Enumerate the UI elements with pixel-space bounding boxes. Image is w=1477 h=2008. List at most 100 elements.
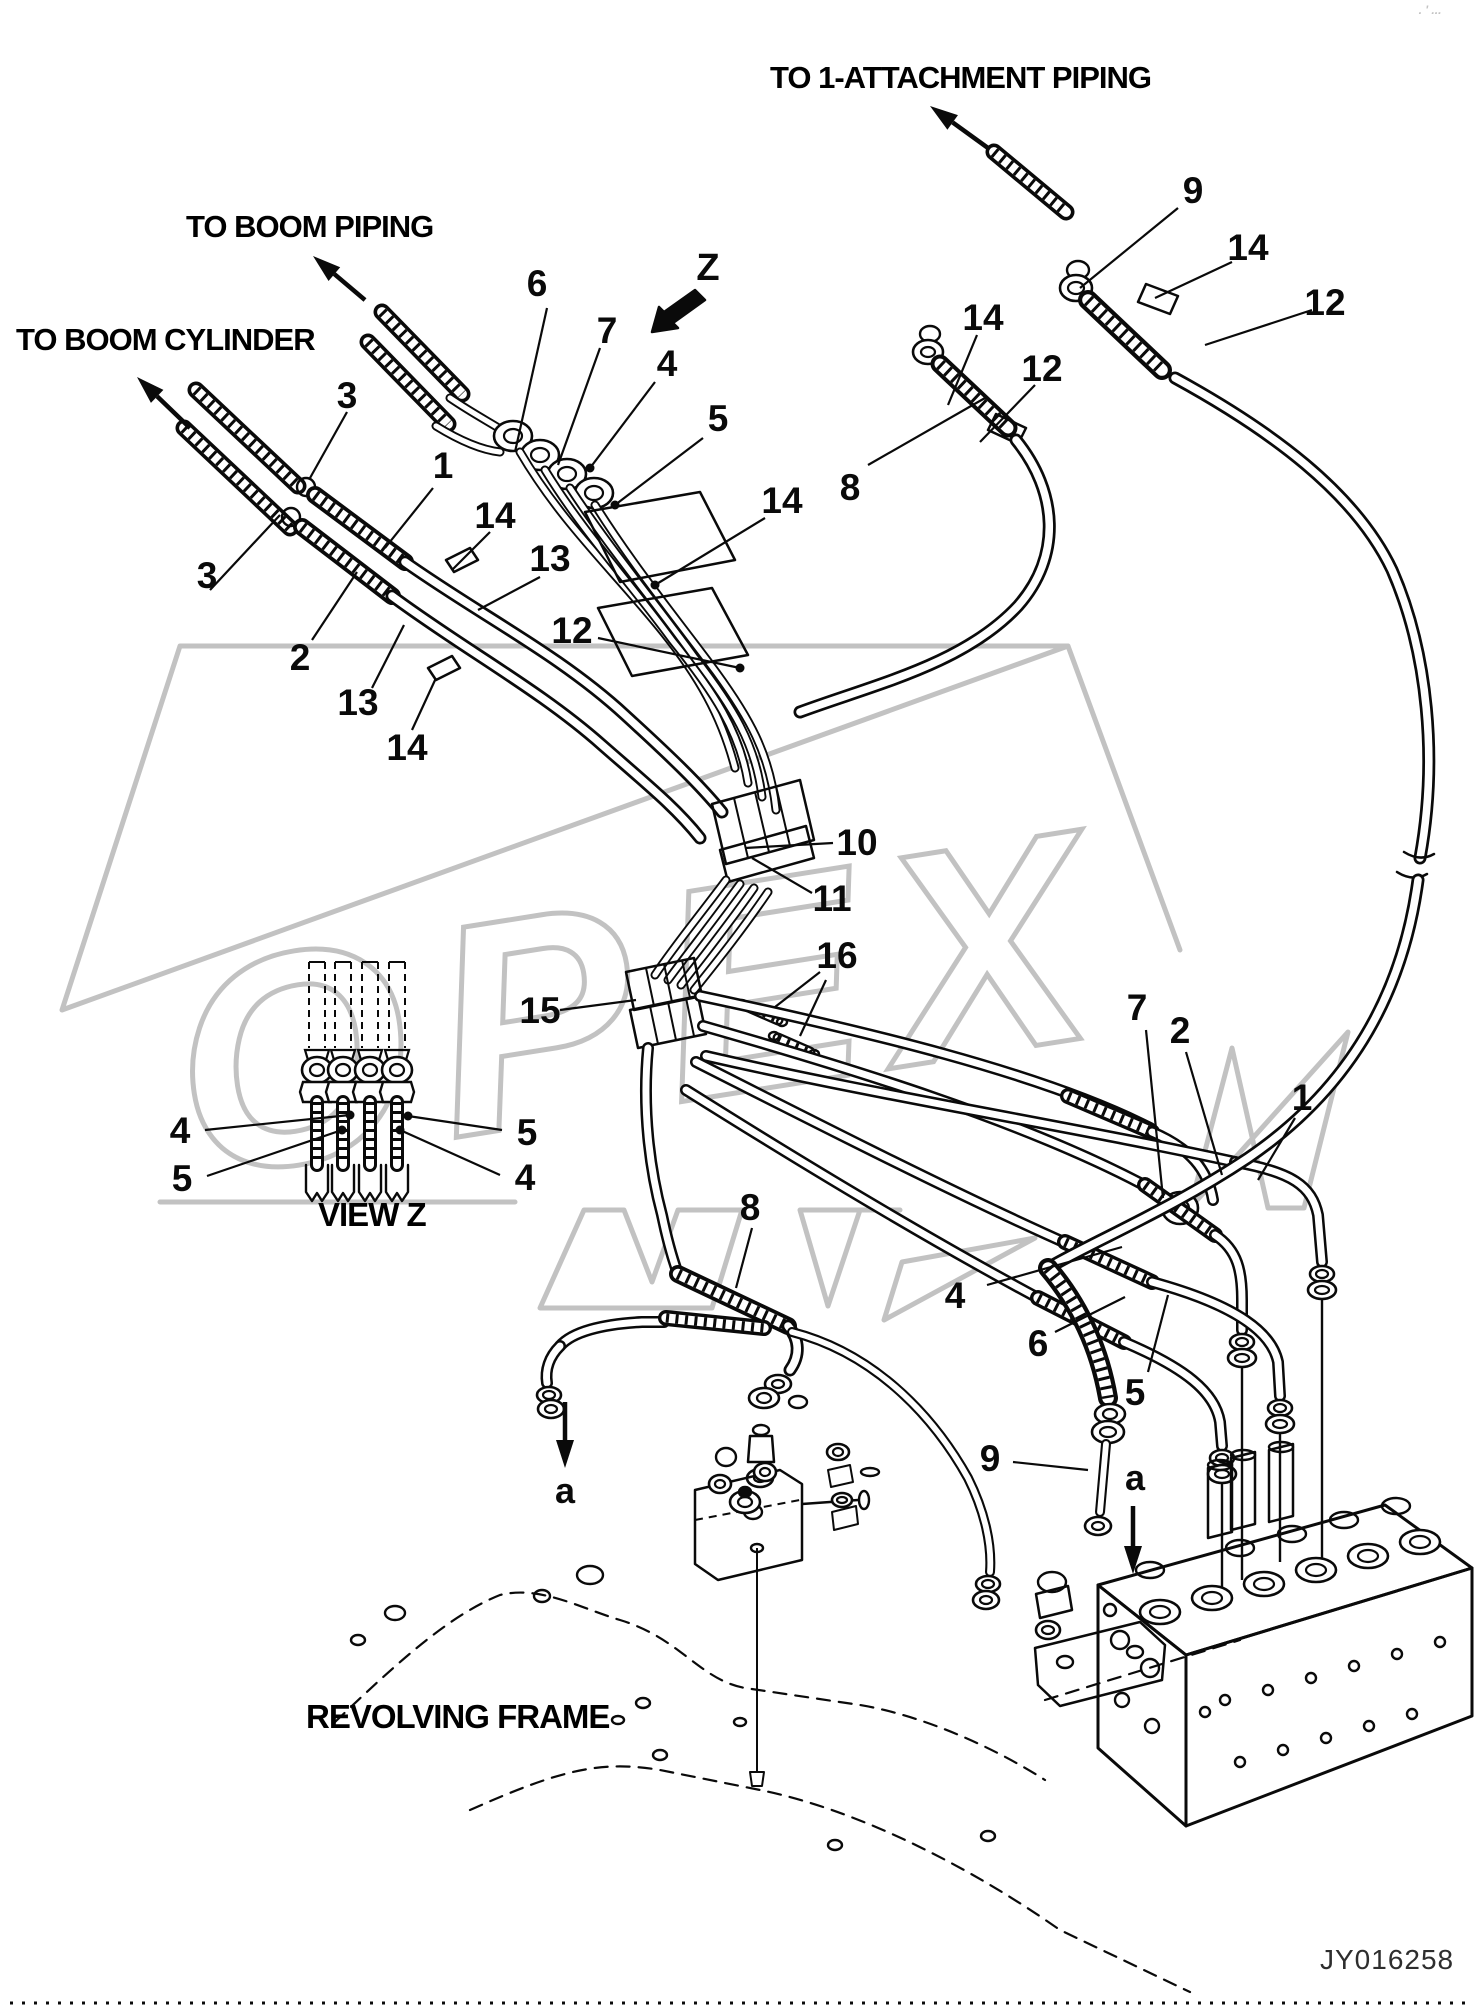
hose-core xyxy=(1082,294,1168,376)
fitting-ring-inner xyxy=(978,1594,994,1606)
fitting-ring-inner xyxy=(1098,1425,1118,1439)
hose-core xyxy=(789,1329,994,1575)
arrow-shaft xyxy=(332,272,367,302)
hose-core xyxy=(401,558,726,816)
hose-core xyxy=(556,1318,668,1350)
fitting-ellipse xyxy=(1261,1683,1275,1697)
solid-shape xyxy=(650,288,707,334)
title-to-boom-cylinder: TO BOOM CYLINDER xyxy=(16,322,316,357)
leader-dot xyxy=(735,663,745,673)
callout-1: 1 xyxy=(433,445,454,486)
callout-15: 15 xyxy=(519,990,560,1031)
part-outline xyxy=(693,1468,804,1582)
hose-core xyxy=(1044,876,1422,1272)
arrow-head xyxy=(1124,1546,1142,1574)
watermark-text: OPEX xyxy=(150,762,1137,1242)
leader-line xyxy=(1184,1051,1224,1176)
hose-ribs xyxy=(675,1269,791,1331)
part-outline xyxy=(746,1434,776,1464)
fitting-ring-outer xyxy=(830,1491,854,1509)
part-outline xyxy=(628,994,708,1050)
fitting-ellipse xyxy=(826,1838,844,1852)
hose-core xyxy=(702,1052,1239,1166)
leader-line xyxy=(556,347,602,466)
hose-core xyxy=(179,423,295,533)
callout-5: 5 xyxy=(1125,1372,1146,1413)
fitting-ellipse xyxy=(1109,1629,1131,1651)
callout-14: 14 xyxy=(474,495,516,536)
fitting-ellipse xyxy=(1233,1755,1247,1769)
fitting-ring-outer xyxy=(1306,1279,1338,1301)
fitting-ellipse xyxy=(532,1588,552,1604)
fitting-ellipse xyxy=(1347,1659,1361,1673)
leader-line xyxy=(589,381,656,469)
fitting-ring-inner xyxy=(1304,1562,1328,1578)
callout-4: 4 xyxy=(170,1110,191,1151)
fitting-ring-inner xyxy=(1066,280,1086,296)
line xyxy=(685,997,695,1037)
leader-line xyxy=(1146,1294,1170,1373)
fitting-ring-inner xyxy=(1040,1624,1056,1636)
hose-core xyxy=(989,147,1071,217)
fitting-ellipse xyxy=(751,1423,771,1437)
leader-line xyxy=(1012,1460,1089,1472)
callout-7: 7 xyxy=(597,310,618,351)
fitting-ellipse xyxy=(1328,1510,1360,1530)
fitting-ring-inner xyxy=(1101,1407,1119,1421)
leader-line xyxy=(451,531,491,571)
hose-ribs xyxy=(936,359,1012,433)
callout-7: 7 xyxy=(1127,987,1148,1028)
leader-line xyxy=(597,636,741,670)
hose-ribs xyxy=(990,148,1070,216)
fitting-ring-outer xyxy=(1034,1619,1062,1641)
fitting-ring-outer xyxy=(1228,1332,1256,1352)
part-outline xyxy=(596,586,750,678)
callout-4: 4 xyxy=(657,343,678,384)
drawing-number: JY016258 xyxy=(1320,1944,1455,1975)
part-outline xyxy=(710,778,816,866)
fitting-ellipse xyxy=(749,1542,765,1554)
line xyxy=(775,785,791,847)
hose-ribs xyxy=(1066,1091,1154,1137)
line xyxy=(694,1499,801,1521)
hose-core xyxy=(642,1044,682,1278)
callout-Z: Z xyxy=(696,247,719,289)
leader-line xyxy=(1079,207,1179,289)
callout-a: a xyxy=(1125,1457,1146,1498)
fitting-ring-outer xyxy=(1264,1413,1296,1435)
leader-line xyxy=(1144,1029,1165,1199)
part-outline xyxy=(1184,1566,1474,1828)
hose-core xyxy=(1140,1180,1220,1240)
fitting-ring-inner xyxy=(835,1495,849,1505)
hose-core xyxy=(388,592,704,842)
dashed-outline xyxy=(468,1765,1192,1994)
fitting-ring-inner xyxy=(758,1466,772,1478)
fitting-ring-inner xyxy=(1272,1402,1288,1414)
hose-core xyxy=(296,521,398,602)
leader-line xyxy=(311,571,358,641)
fitting-ellipse xyxy=(1134,1560,1166,1580)
callout-6: 6 xyxy=(1028,1323,1049,1364)
hose-core xyxy=(1171,374,1433,862)
leader-line xyxy=(384,487,434,549)
part-outline xyxy=(749,1771,765,1787)
leader-line xyxy=(209,514,281,591)
leader-line xyxy=(1257,1117,1296,1181)
part-outline xyxy=(827,1464,854,1488)
artwork-layer xyxy=(10,143,1474,2005)
viewz-ring-outer xyxy=(380,1055,414,1085)
hose-core xyxy=(665,881,743,983)
viewz-fork-foot xyxy=(357,1163,383,1203)
fitting-ring-inner xyxy=(1090,1520,1106,1532)
hose-ribs xyxy=(1063,1237,1154,1287)
fitting-ring-outer xyxy=(1308,1264,1336,1284)
fitting-ring-outer xyxy=(492,419,534,453)
hose-core xyxy=(691,889,771,993)
line xyxy=(649,1005,659,1045)
fitting-ring-inner xyxy=(1314,1268,1330,1280)
callout-11: 11 xyxy=(812,878,851,919)
fitting-ring-outer xyxy=(1346,1542,1390,1570)
callout-8: 8 xyxy=(740,1187,761,1228)
fitting-ellipse xyxy=(979,1829,997,1843)
